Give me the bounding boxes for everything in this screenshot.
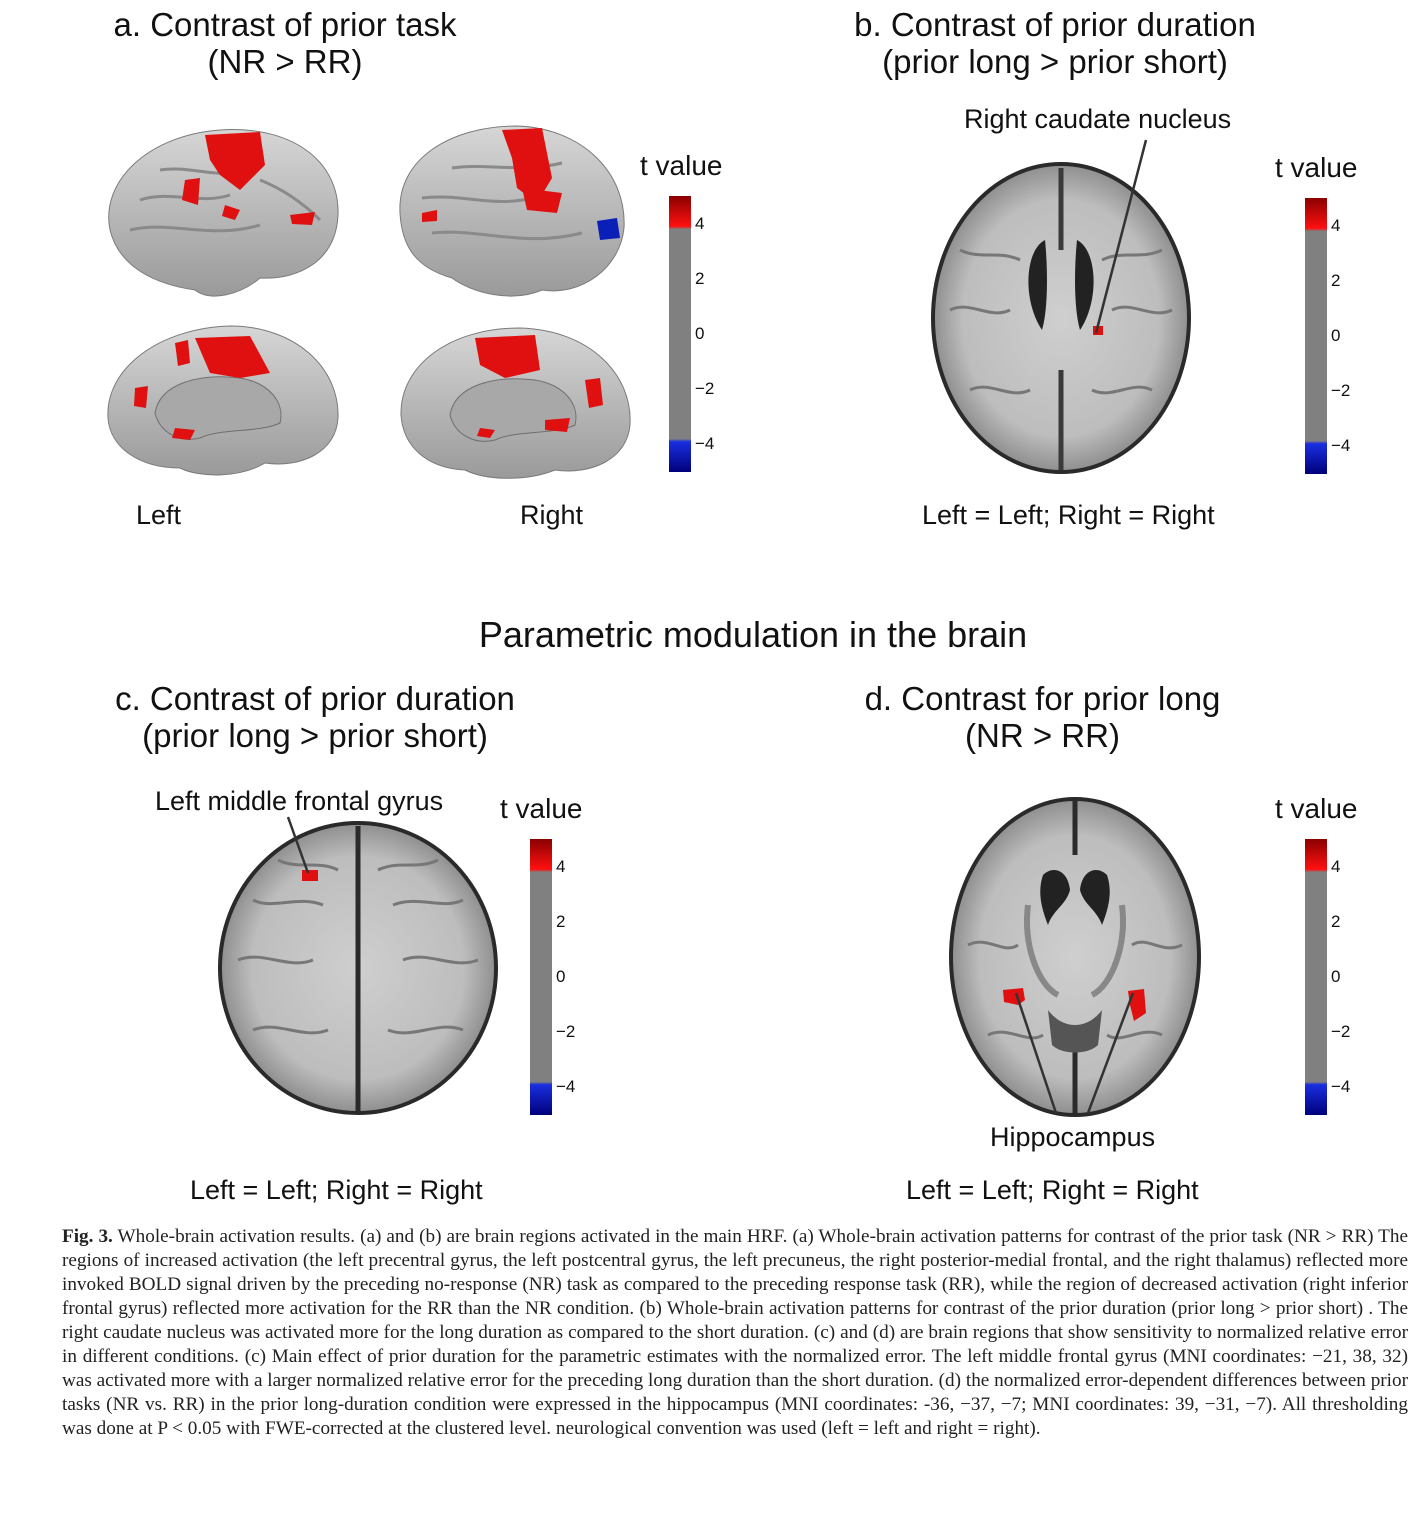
section-title: Parametric modulation in the brain — [478, 614, 1028, 655]
tick-label: −2 — [1331, 1022, 1351, 1041]
annotation-pointer-c — [286, 816, 310, 874]
orientation-label-b: Left = Left; Right = Right — [922, 500, 1215, 530]
annotation-right-caudate: Right caudate nucleus — [964, 104, 1232, 134]
tick-label: 4 — [695, 214, 705, 233]
panel-a-title: a. Contrast of prior task (NR > RR) — [113, 6, 457, 80]
right-lateral-brain — [399, 125, 625, 297]
tick-label: 0 — [1331, 326, 1341, 345]
caption-text: Whole-brain activation results. (a) and … — [62, 1226, 1408, 1439]
caption-label: Fig. 3. — [62, 1226, 113, 1247]
tick-label: 4 — [1331, 216, 1341, 235]
annotation-left-mfg: Left middle frontal gyrus — [155, 786, 444, 816]
annotation-pointer-d — [1014, 992, 1135, 1114]
axial-slice-b — [931, 162, 1191, 474]
colorbar — [530, 839, 552, 1115]
right-medial-brain — [400, 327, 631, 479]
tick-label: −4 — [695, 434, 715, 453]
tick-label: 0 — [695, 324, 705, 343]
colorbar-title: t value — [1275, 793, 1358, 824]
axial-slice-c — [218, 821, 498, 1115]
colorbar — [1305, 198, 1327, 474]
right-hemisphere-label: Right — [520, 500, 584, 530]
tick-label: 4 — [556, 857, 566, 876]
tick-label: −2 — [695, 379, 715, 398]
figure-caption: Fig. 3. Whole-brain activation results. … — [62, 1225, 1408, 1441]
orientation-label-c: Left = Left; Right = Right — [190, 1175, 483, 1205]
tick-label: −4 — [1331, 1077, 1351, 1096]
annotation-pointer-b — [1094, 139, 1148, 334]
tick-label: −2 — [1331, 381, 1351, 400]
annotation-hippocampus: Hippocampus — [990, 1122, 1156, 1152]
tick-label: 0 — [556, 967, 566, 986]
tick-label: 2 — [695, 269, 705, 288]
left-lateral-brain — [108, 129, 339, 297]
axial-slice-d — [949, 797, 1201, 1117]
tick-label: 4 — [1331, 857, 1341, 876]
tick-label: 2 — [556, 912, 566, 931]
panel-d-title: d. Contrast for prior long (NR > RR) — [864, 680, 1221, 754]
tick-label: −2 — [556, 1022, 576, 1041]
colorbar-title: t value — [500, 793, 583, 824]
colorbar-title: t value — [1275, 152, 1358, 183]
tick-label: 2 — [1331, 271, 1341, 290]
panel-b-title: b. Contrast of prior duration (prior lon… — [854, 6, 1256, 80]
colorbar-title: t value — [640, 150, 723, 181]
left-hemisphere-label: Left — [136, 500, 182, 530]
orientation-label-d: Left = Left; Right = Right — [906, 1175, 1199, 1205]
tick-label: −4 — [556, 1077, 576, 1096]
colorbar — [1305, 839, 1327, 1115]
tick-label: 0 — [1331, 967, 1341, 986]
tick-label: 2 — [1331, 912, 1341, 931]
tick-label: −4 — [1331, 436, 1351, 455]
colorbar — [669, 196, 691, 472]
panel-c-title: c. Contrast of prior duration (prior lon… — [115, 680, 515, 754]
left-medial-brain — [107, 325, 339, 476]
